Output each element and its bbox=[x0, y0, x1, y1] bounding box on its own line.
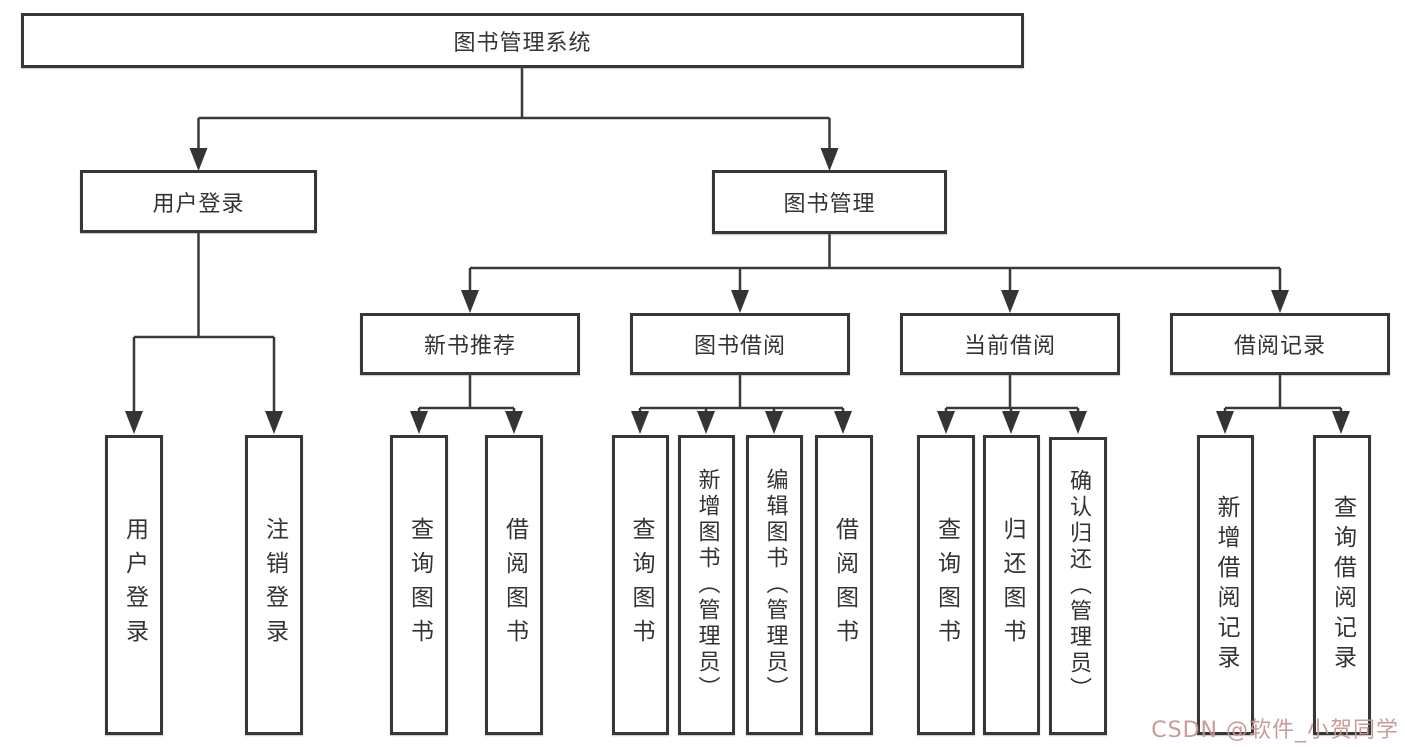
arrowhead bbox=[1332, 411, 1350, 434]
leaf-confirm-return-admin: 确认归还（管理员） bbox=[1049, 437, 1107, 735]
leaf-add-borrow-record: 新增借阅记录 bbox=[1197, 435, 1254, 735]
arrowhead bbox=[697, 411, 715, 434]
edge-bookmgmt-to-level2 bbox=[468, 234, 1282, 294]
node-user-login: 用户登录 bbox=[80, 170, 317, 233]
edge-newbookrec-to-leaves bbox=[417, 375, 516, 416]
arrowhead bbox=[1069, 411, 1087, 434]
arrowhead bbox=[731, 290, 749, 313]
arrowhead bbox=[125, 411, 143, 434]
leaf-query-books-borrowing: 查询图书 bbox=[612, 435, 669, 735]
node-current-borrowing: 当前借阅 bbox=[900, 313, 1120, 375]
node-borrowing-records: 借阅记录 bbox=[1170, 313, 1390, 375]
leaf-edit-books-admin-label: 编辑图书（管理员） bbox=[762, 468, 788, 702]
node-new-book-recommend-label: 新书推荐 bbox=[423, 334, 516, 359]
edge-borrowrecords-to-leaves bbox=[1223, 375, 1343, 416]
node-borrowing-records-label: 借阅记录 bbox=[1233, 334, 1326, 359]
arrowhead bbox=[1216, 411, 1234, 434]
arrowhead bbox=[265, 411, 283, 434]
node-book-management: 图书管理 bbox=[712, 170, 947, 234]
arrowhead bbox=[834, 411, 852, 434]
arrowhead bbox=[505, 411, 523, 434]
leaf-query-books-borrowing-label: 查询图书 bbox=[628, 517, 654, 653]
leaf-borrow-books-recommend-label: 借阅图书 bbox=[501, 517, 528, 653]
edge-userlogin-to-leaves bbox=[132, 232, 276, 415]
node-user-login-label: 用户登录 bbox=[152, 191, 245, 217]
edge-root-to-level1 bbox=[197, 68, 831, 152]
arrowhead bbox=[820, 148, 839, 171]
arrowhead bbox=[1271, 290, 1289, 313]
node-new-book-recommend: 新书推荐 bbox=[360, 313, 580, 375]
node-root: 图书管理系统 bbox=[21, 13, 1024, 68]
arrowhead bbox=[1001, 290, 1019, 313]
leaf-query-books-current-label: 查询图书 bbox=[933, 517, 960, 653]
leaf-borrow-books-recommend: 借阅图书 bbox=[485, 435, 543, 735]
csdn-watermark: CSDN @软件_小贺同学 bbox=[1151, 718, 1399, 743]
leaf-query-borrow-record: 查询借阅记录 bbox=[1313, 435, 1371, 735]
leaf-add-books-admin-label: 新增图书（管理员） bbox=[694, 468, 720, 702]
node-current-borrowing-label: 当前借阅 bbox=[963, 334, 1056, 359]
arrowhead bbox=[410, 411, 428, 434]
leaf-logout-label: 注销登录 bbox=[261, 517, 288, 653]
edge-currentborrow-to-leaves bbox=[944, 375, 1080, 416]
node-book-management-label: 图书管理 bbox=[783, 192, 876, 217]
arrowhead bbox=[765, 411, 783, 434]
node-root-label: 图书管理系统 bbox=[453, 30, 592, 56]
leaf-query-books-recommend: 查询图书 bbox=[390, 435, 448, 735]
arrowhead bbox=[631, 411, 649, 434]
leaf-borrow-books: 借阅图书 bbox=[815, 435, 873, 735]
leaf-logout: 注销登录 bbox=[245, 435, 303, 735]
leaf-user-login-label: 用户登录 bbox=[121, 517, 148, 653]
leaf-borrow-books-label: 借阅图书 bbox=[831, 517, 858, 653]
leaf-query-borrow-record-label: 查询借阅记录 bbox=[1329, 495, 1356, 675]
arrowhead bbox=[189, 148, 208, 171]
leaf-edit-books-admin: 编辑图书（管理员） bbox=[746, 435, 803, 735]
leaf-add-borrow-record-label: 新增借阅记录 bbox=[1213, 495, 1239, 675]
leaf-return-books: 归还图书 bbox=[983, 435, 1040, 735]
arrowhead bbox=[1002, 411, 1020, 434]
arrowhead bbox=[461, 290, 479, 313]
leaf-confirm-return-admin-label: 确认归还（管理员） bbox=[1066, 469, 1091, 703]
edge-bookborrow-to-leaves bbox=[638, 375, 845, 416]
leaf-add-books-admin: 新增图书（管理员） bbox=[678, 435, 735, 735]
arrowhead bbox=[937, 411, 955, 434]
arrowheads bbox=[125, 148, 1350, 434]
leaf-return-books-label: 归还图书 bbox=[999, 517, 1025, 653]
node-book-borrowing-label: 图书借阅 bbox=[693, 334, 786, 359]
node-book-borrowing: 图书借阅 bbox=[630, 313, 850, 375]
leaf-user-login: 用户登录 bbox=[105, 435, 163, 735]
leaf-query-books-recommend-label: 查询图书 bbox=[406, 517, 433, 653]
leaf-query-books-current: 查询图书 bbox=[917, 435, 975, 735]
